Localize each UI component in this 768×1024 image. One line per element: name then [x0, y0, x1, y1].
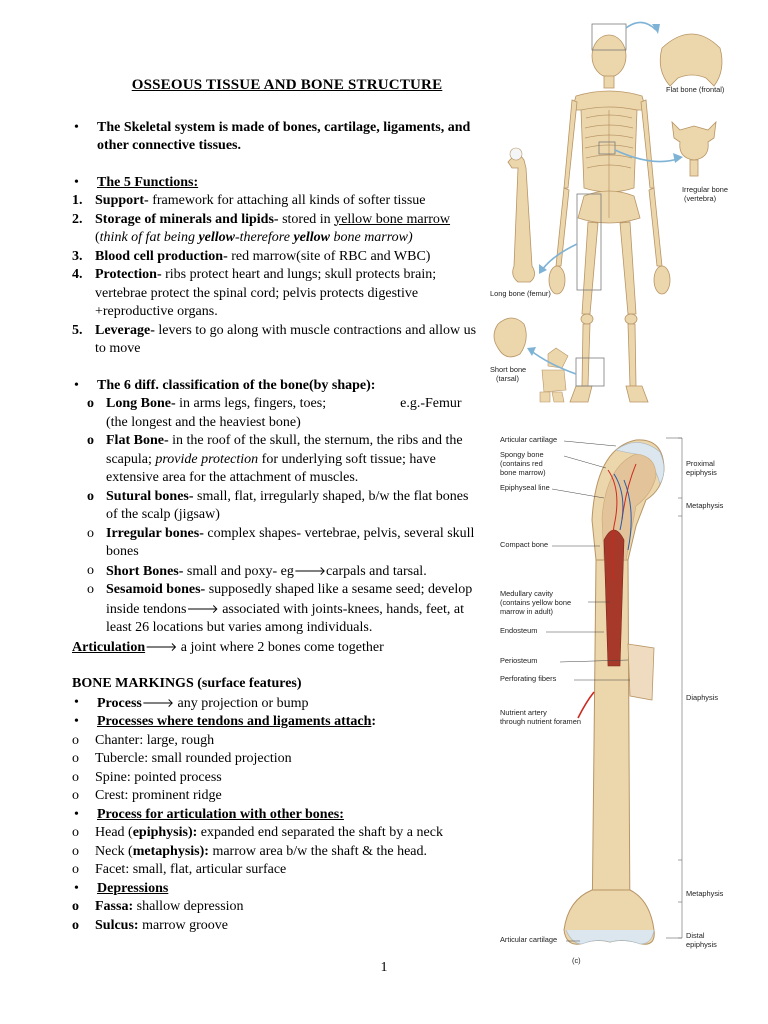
articulation-item: o Head (epiphysis): expanded end separat…	[72, 825, 443, 840]
arrow-right-icon: 🡒	[141, 695, 175, 710]
distal-epiphysis-label: Distal	[686, 931, 705, 940]
femur-figure: Articular cartilage Spongy bone (contain…	[496, 430, 764, 970]
classification-item: o Sesamoid bones- supposedly shaped like…	[87, 582, 473, 635]
tendons-item: o Crest: prominent ridge	[72, 788, 222, 803]
classification-heading-row: • The 6 diff. classification of the bone…	[72, 377, 480, 396]
spongy-bone-sublabel: bone marrow)	[500, 468, 546, 477]
endosteum-label: Endosteum	[500, 626, 538, 635]
diaphysis-label: Diaphysis	[686, 693, 719, 702]
functions-heading-row: • The 5 Functions:	[72, 174, 480, 193]
arrow-right-icon: 🡒	[145, 639, 178, 654]
metaphysis-bottom-label: Metaphysis	[686, 889, 724, 898]
articulation-heading-row: • Process for articulation with other bo…	[74, 806, 344, 822]
articular-cartilage-label: Articular cartilage	[500, 435, 558, 444]
bullet-marker: •	[74, 119, 79, 135]
arrow-right-icon: 🡒	[186, 601, 219, 616]
tendons-item: o Tubercle: small rounded projection	[72, 751, 292, 766]
classification-heading: The 6 diff. classification of the bone(b…	[97, 377, 376, 393]
skeleton-figure: Flat bone (frontal) Irregular bone (vert…	[484, 18, 768, 410]
medullary-cavity-sublabel: marrow in adult)	[500, 607, 553, 616]
distal-epiphysis-sublabel: epiphysis	[686, 940, 717, 949]
function-item: 5. Leverage- levers to go along with mus…	[72, 322, 477, 357]
compact-bone-label: Compact bone	[500, 540, 549, 549]
panel-label: (c)	[572, 956, 581, 965]
femur-illustration	[546, 437, 683, 945]
intro-bullet: • The Skeletal system is made of bones, …	[72, 119, 480, 156]
classification-item: o Short Bones- small and poxy- eg🡒carpal…	[87, 562, 427, 579]
articular-cartilage-bottom-label: Articular cartilage	[500, 935, 558, 944]
function-item: 1. Support- framework for attaching all …	[72, 193, 426, 208]
perforating-fibers-label: Perforating fibers	[500, 674, 557, 683]
spongy-bone-sublabel: (contains red	[500, 459, 543, 468]
functions-heading: The 5 Functions:	[97, 174, 199, 190]
classification-item: o Flat Bone- in the roof of the skull, t…	[87, 433, 463, 485]
text-column: OSSEOUS TISSUE AND BONE STRUCTURE • The …	[72, 76, 480, 935]
short-bone-label: Short bone	[490, 365, 527, 374]
function-item: 3. Blood cell production- red marrow(sit…	[72, 248, 431, 264]
periosteum-label: Periosteum	[500, 656, 538, 665]
bullet-marker: •	[74, 174, 79, 190]
long-bone-label: Long bone (femur)	[490, 289, 551, 298]
articulation-line: Articulation🡒 a joint where 2 bones come…	[72, 639, 384, 655]
metaphysis-top-label: Metaphysis	[686, 501, 724, 510]
depressions-item: o Fassa: shallow depression	[72, 899, 244, 914]
tendons-heading-row: • Processes where tendons and ligaments …	[74, 714, 377, 729]
articulation-item: o Facet: small, flat, articular surface	[72, 862, 287, 877]
depressions-item: o Sulcus: marrow groove	[72, 917, 228, 933]
skeleton-illustration	[493, 21, 723, 403]
classification-item: o Irregular bones- complex shapes- verte…	[87, 525, 475, 560]
tendons-item: o Spine: pointed process	[72, 769, 222, 785]
function-item: 2. Storage of minerals and lipids- store…	[72, 211, 451, 246]
articulation-item: o Neck (metaphysis): marrow area b/w the…	[72, 843, 428, 859]
flat-bone-label: Flat bone (frontal)	[666, 85, 725, 94]
epiphyseal-line-label: Epiphyseal line	[500, 483, 550, 492]
page-title: OSSEOUS TISSUE AND BONE STRUCTURE	[131, 77, 443, 93]
spongy-bone-label: Spongy bone	[500, 450, 544, 459]
depressions-heading-row: • Depressions	[74, 880, 169, 896]
proximal-epiphysis-label: Proximal	[686, 459, 715, 468]
page-number: 1	[380, 960, 388, 975]
nutrient-artery-label: Nutrient artery	[500, 708, 547, 717]
classification-item: o Long Bone- in arms legs, fingers, toes…	[87, 396, 462, 430]
markings-heading: BONE MARKINGS (surface features)	[72, 676, 302, 691]
nutrient-artery-sublabel: through nutrient foramen	[500, 717, 581, 726]
proximal-epiphysis-sublabel: epiphysis	[686, 468, 717, 477]
medullary-cavity-sublabel: (contains yellow bone	[500, 598, 572, 607]
medullary-cavity-label: Medullary cavity	[500, 589, 553, 598]
arrow-right-icon: 🡒	[293, 563, 327, 578]
intro-text: The Skeletal system is made of bones, ca…	[97, 119, 471, 154]
function-item: 4. Protection- ribs protect heart and lu…	[72, 267, 437, 319]
tendons-item: o Chanter: large, rough	[72, 732, 215, 748]
irregular-bone-label: Irregular bone	[682, 185, 729, 194]
classification-item: o Sutural bones- small, flat, irregularl…	[87, 488, 469, 523]
short-bone-sublabel: (tarsal)	[496, 374, 519, 383]
bullet-marker: •	[74, 377, 79, 393]
process-row: • Process🡒 any projection or bump	[74, 694, 309, 711]
irregular-bone-sublabel: (vertebra)	[684, 194, 717, 203]
